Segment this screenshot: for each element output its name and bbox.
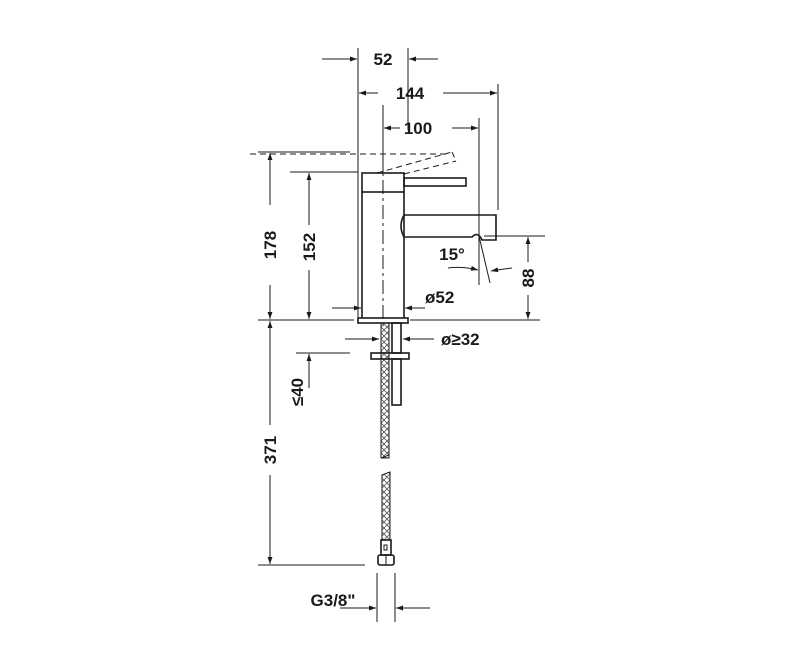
faucet-body [250, 151, 497, 324]
dim-label-connection-thread: G3/8" [311, 591, 356, 610]
dimension-spout-outlet-height: 88 [484, 235, 545, 319]
dim-label-overall-depth: 144 [396, 84, 425, 103]
dimension-overall-depth: 144 [359, 84, 499, 210]
dimension-connection-thread: G3/8" [311, 573, 430, 622]
dim-label-overall-height: 178 [261, 231, 280, 259]
dim-label-deck-thickness: ≤40 [288, 378, 307, 406]
dimension-spout-reach: 100 [382, 118, 480, 235]
dimension-body-diameter: ø52 [332, 288, 454, 311]
dim-label-hole-diameter: ø≥32 [441, 330, 480, 349]
dimension-overall-height: 178 [261, 153, 280, 319]
dimension-body-width: 52 [322, 48, 438, 318]
mounting-assembly [370, 322, 410, 566]
dimension-hole-diameter: ø≥32 [345, 330, 480, 349]
dimension-body-height: 152 [300, 173, 319, 319]
dim-label-body-diameter: ø52 [425, 288, 454, 307]
dimension-deck-thickness: ≤40 [288, 352, 350, 406]
dim-label-body-width: 52 [374, 50, 393, 69]
dim-label-body-height: 152 [300, 233, 319, 261]
dim-label-hose-length: 371 [261, 436, 280, 464]
dimension-spout-angle: 15° [439, 235, 513, 285]
dim-label-spout-outlet-height: 88 [519, 269, 538, 288]
dimension-hose-length: 371 [258, 321, 365, 566]
dim-label-spout-reach: 100 [404, 119, 432, 138]
dim-label-spout-angle: 15° [439, 245, 465, 264]
